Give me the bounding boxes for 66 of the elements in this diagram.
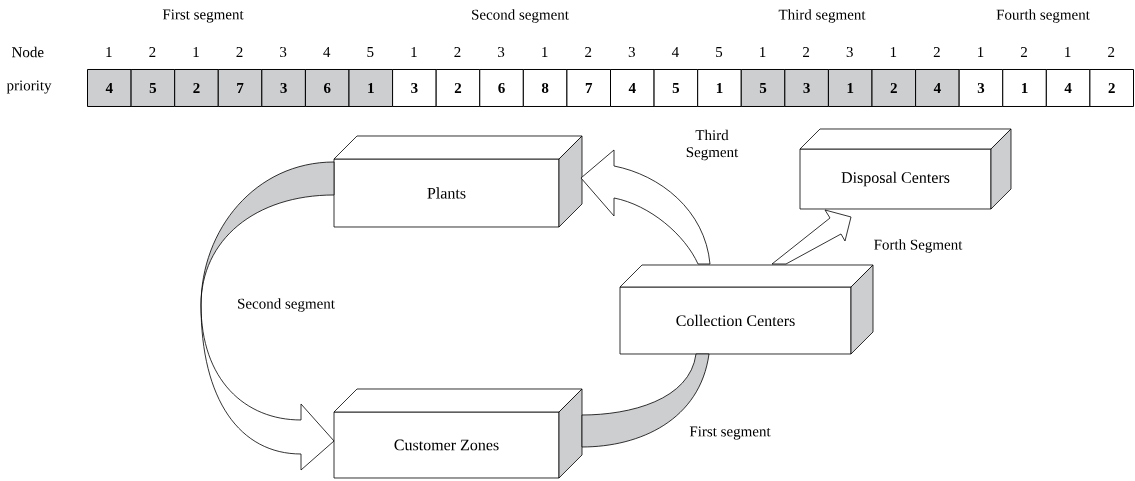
block-arrow [581,353,710,448]
block-arrow [580,149,711,265]
table-cell: 3 [958,69,1004,107]
table-cell: 2 [435,69,481,107]
table-cell: 1 [348,69,394,107]
block-arrow [771,209,852,265]
table-cell: 2 [871,69,917,107]
column-number: 1 [411,47,417,57]
block-arrow [200,161,335,471]
box-3d: Collection Centers [619,264,874,355]
table-cell: 1 [697,69,742,107]
box-3d: Disposal Centers [799,128,1012,210]
column-number: 3 [628,46,635,58]
column-number: 1 [193,47,199,57]
table-cell: 6 [304,69,350,107]
column-number: 2 [149,47,156,57]
box-3d: Customer Zones [333,388,583,479]
table-cell: 6 [479,69,524,107]
table-cell: 8 [522,69,568,107]
box-3d: Plants [333,135,583,228]
table-cell: 3 [392,69,437,107]
row-label: priority [6,80,52,94]
column-number: 5 [716,47,723,57]
table-cell: 3 [261,69,306,107]
table-cell: 7 [566,69,611,107]
segment-heading: Third segment [778,9,866,23]
table-cell: 5 [653,69,699,107]
edge-label: Third Segment [680,128,744,162]
column-number: 1 [978,47,984,57]
table-cell: 5 [130,69,176,107]
column-number: 1 [106,47,112,57]
column-number: 2 [1020,47,1027,57]
column-number: 4 [671,47,679,57]
column-number: 2 [236,47,243,57]
column-number: 1 [890,47,897,57]
table-cell: 7 [217,69,263,107]
column-number: 2 [1108,47,1115,57]
segment-heading: Fourth segment [996,9,1090,23]
column-number: 5 [367,47,374,57]
segment-heading: Second segment [472,9,569,23]
edge-label: Forth Segment [872,238,964,254]
table-cell: 1 [827,69,873,107]
column-number: 3 [498,46,505,58]
table-cell: 1 [1002,69,1047,107]
segment-heading: First segment [162,9,244,23]
column-number: 2 [454,47,461,57]
edge-label: First segment [688,425,772,441]
table-cell: 4 [915,69,960,107]
row-label: Node [12,46,44,58]
column-number: 4 [323,47,331,57]
column-number: 3 [280,46,287,58]
column-number: 1 [760,47,766,57]
column-number: 2 [803,47,810,57]
table-cell: 2 [1089,69,1134,107]
column-number: 2 [933,47,940,57]
edge-label: Second segment [236,297,336,313]
table-cell: 4 [610,69,655,107]
table-cell: 4 [1045,69,1091,107]
table-cell: 5 [740,69,786,107]
column-number: 2 [585,47,592,57]
column-number: 1 [1065,47,1071,57]
table-cell: 4 [87,69,132,107]
table-cell: 2 [174,69,219,107]
column-number: 1 [542,47,548,57]
table-cell: 3 [784,69,829,107]
column-number: 3 [846,46,853,58]
